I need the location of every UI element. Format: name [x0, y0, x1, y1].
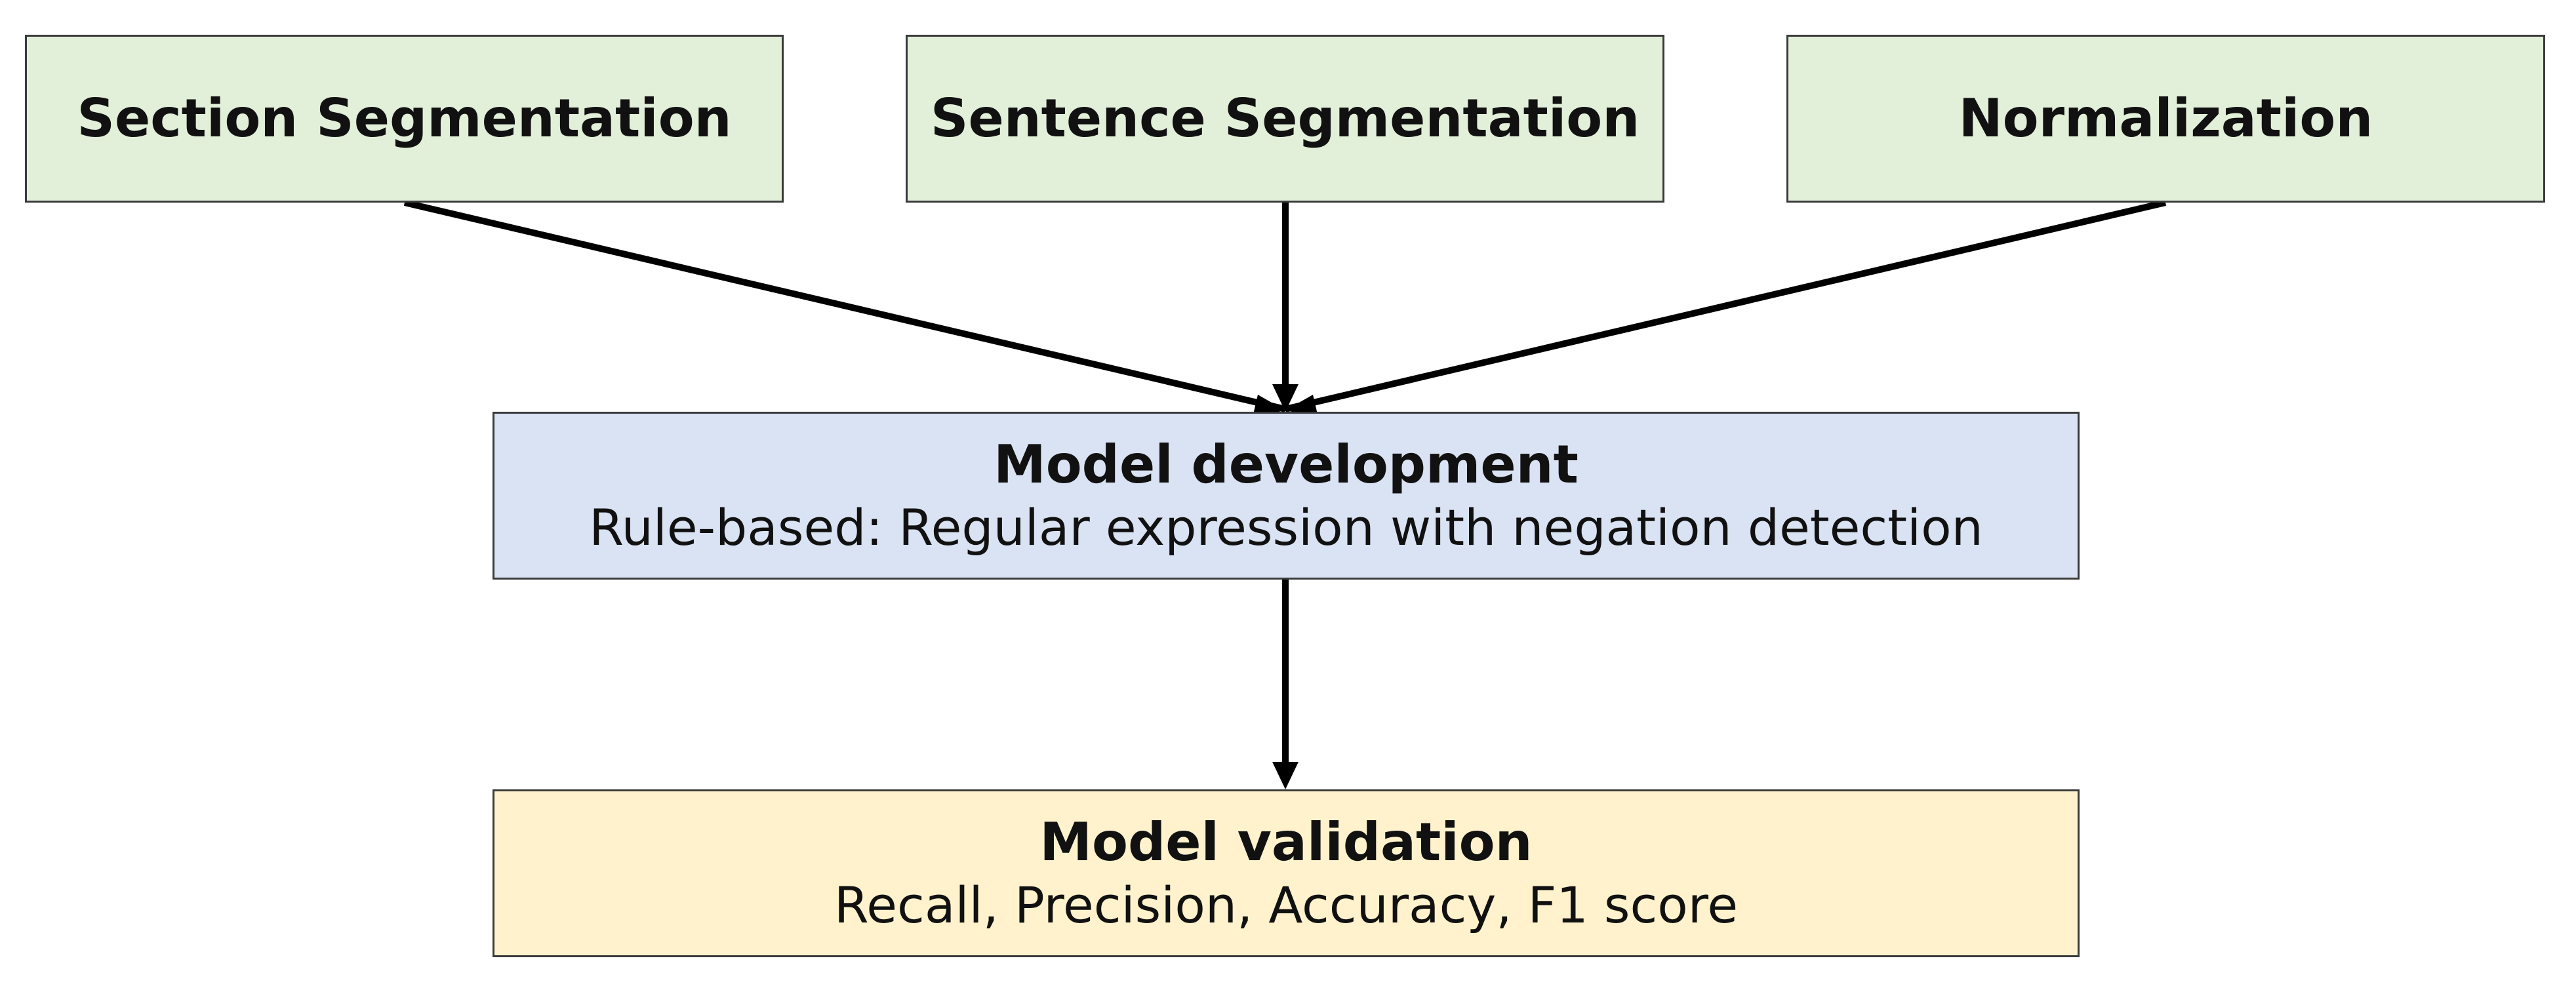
arrowhead-sentence [1272, 384, 1298, 412]
model-development-title: Model development [994, 433, 1579, 495]
section-segmentation-label: Section Segmentation [77, 88, 732, 149]
arrowhead-validation [1272, 762, 1298, 789]
section-segmentation-box: Section Segmentation [25, 35, 784, 203]
arrow-section-to-development [403, 199, 1287, 412]
sentence-segmentation-box: Sentence Segmentation [906, 35, 1664, 203]
arrow-normalization-to-development [1284, 199, 2167, 412]
arrowhead-section [1253, 395, 1285, 417]
normalization-box: Normalization [1786, 35, 2545, 203]
arrowhead-normalization [1285, 395, 1318, 417]
model-development-box: Model development Rule-based: Regular ex… [493, 412, 2080, 580]
model-validation-subtitle: Recall, Precision, Accuracy, F1 score [834, 875, 1739, 934]
model-validation-title: Model validation [1039, 811, 1533, 873]
sentence-segmentation-label: Sentence Segmentation [930, 88, 1640, 149]
normalization-label: Normalization [1958, 88, 2373, 149]
model-validation-box: Model validation Recall, Precision, Accu… [493, 789, 2080, 957]
model-development-subtitle: Rule-based: Regular expression with nega… [589, 498, 1983, 557]
